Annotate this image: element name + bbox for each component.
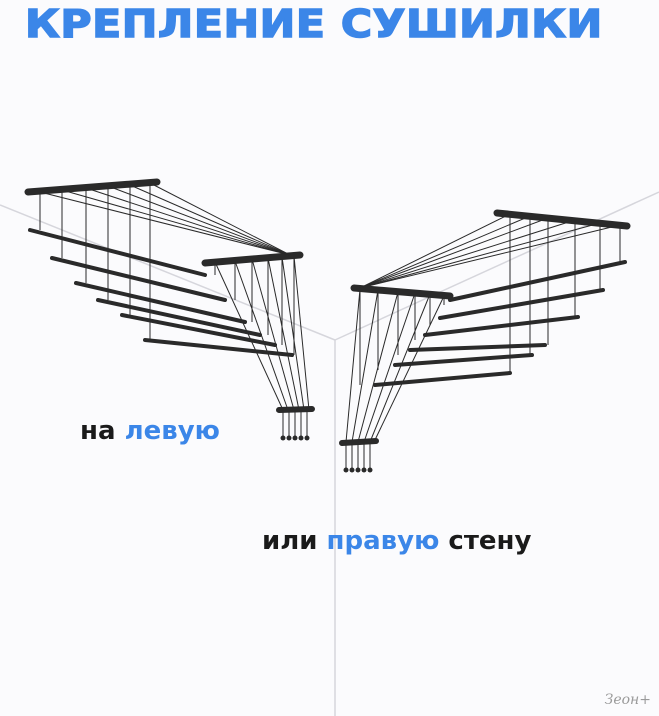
caption-left-highlight: левую: [124, 416, 220, 446]
caption-left-wall: на левую: [80, 416, 220, 446]
left-wall-dryer: [24, 178, 315, 441]
watermark: Зеон+: [604, 692, 651, 708]
caption-left-prefix: на: [80, 416, 116, 446]
caption-right-wall: или правую стену: [262, 526, 531, 556]
right-wall-dryer: [339, 209, 631, 473]
caption-right-highlight: правую: [326, 526, 440, 556]
caption-right-prefix: или: [262, 526, 318, 556]
caption-right-suffix: стену: [448, 526, 532, 556]
wall-corner: [0, 191, 659, 716]
page-title: КРЕПЛЕНИЕ СУШИЛКИ: [24, 1, 603, 47]
